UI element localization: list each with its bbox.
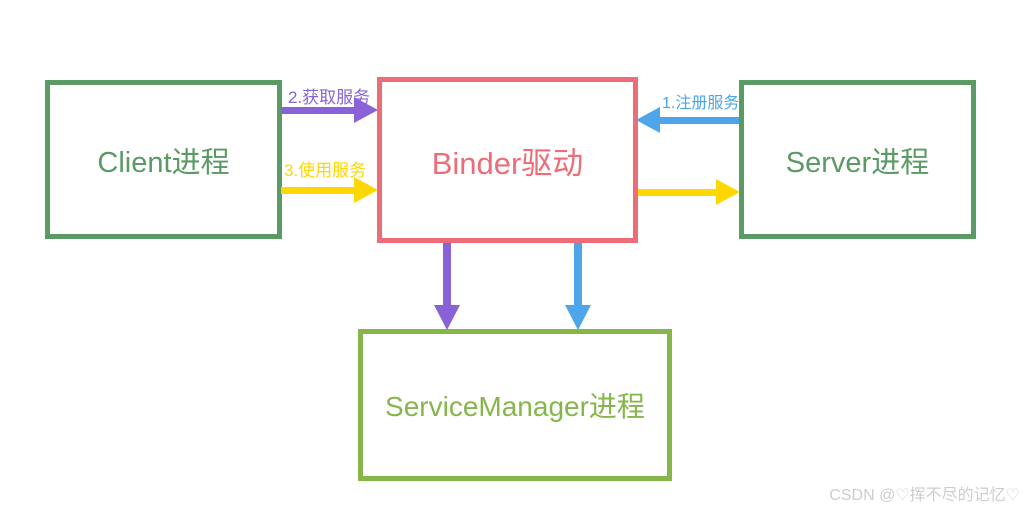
servicemanager-process-node: ServiceManager进程 [358, 329, 672, 481]
get-service-edge-label: 2.获取服务 [288, 88, 371, 107]
csdn-watermark: CSDN @♡挥不尽的记忆♡ [829, 487, 1020, 504]
servicemanager-process-label: ServiceManager进程 [385, 391, 645, 422]
use-service-edge-label: 3.使用服务 [284, 161, 367, 180]
server-process-node: Server进程 [739, 80, 976, 239]
binder-driver-label: Binder驱动 [431, 145, 584, 181]
register-service-arrowhead-left-icon [636, 107, 660, 133]
binder-to-sm-blue-arrowhead-down-icon [565, 305, 591, 330]
use-service-arrow-shaft [281, 187, 356, 194]
binder-to-sm-blue-arrow-shaft [574, 243, 582, 307]
use-service-arrowhead-right-icon [354, 177, 378, 203]
client-process-label: Client进程 [97, 146, 230, 179]
register-service-arrow-shaft [659, 117, 739, 124]
server-process-label: Server进程 [785, 146, 930, 179]
binder-to-sm-purple-arrowhead-down-icon [434, 305, 460, 330]
get-service-arrowhead-right-icon [354, 97, 378, 123]
client-process-node: Client进程 [45, 80, 282, 239]
register-service-edge-label: 1.注册服务 [662, 95, 740, 112]
binder-to-server-arrow-shaft [638, 189, 717, 196]
binder-to-sm-purple-arrow-shaft [443, 243, 451, 307]
get-service-arrow-shaft [281, 107, 356, 114]
binder-driver-node: Binder驱动 [377, 77, 638, 243]
binder-to-server-arrowhead-right-icon [716, 179, 740, 205]
